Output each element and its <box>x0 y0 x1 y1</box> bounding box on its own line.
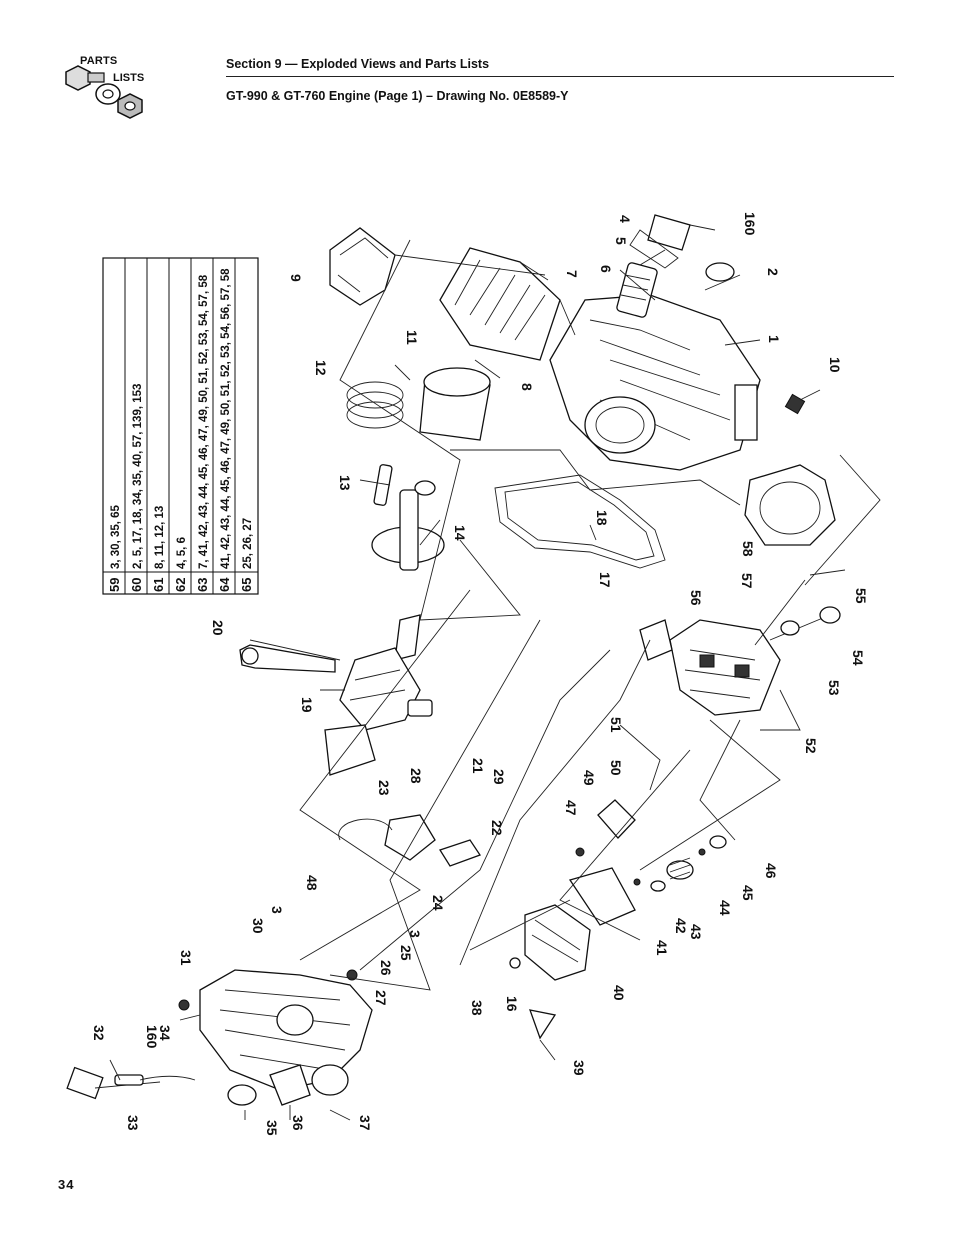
parts-lists-logo-icon <box>65 65 143 119</box>
kit-number: 63 <box>195 578 210 592</box>
callout-number: 9 <box>288 274 304 282</box>
logo-text-lists: LISTS <box>113 72 145 84</box>
kit-number: 65 <box>239 578 254 592</box>
callout-number: 20 <box>210 620 226 636</box>
callout-number: 37 <box>357 1115 373 1131</box>
callout-number: 22 <box>489 820 505 836</box>
callout-number: 160 <box>742 212 758 236</box>
callout-number: 40 <box>611 985 627 1001</box>
callout-number: 4 <box>617 215 633 223</box>
kit-number: 59 <box>107 578 122 592</box>
callout-number: 19 <box>299 697 315 713</box>
callout-number: 46 <box>763 863 779 879</box>
callout-number: 23 <box>376 780 392 796</box>
kit-parts-list: 2, 5, 17, 18, 34, 35, 40, 57, 139, 153 <box>132 384 144 569</box>
kit-parts-list: 4, 5, 6 <box>176 537 188 569</box>
callout-number: 21 <box>470 758 486 774</box>
callout-number: 51 <box>608 717 624 733</box>
logo-text-parts: PARTS <box>80 55 118 67</box>
callout-number: 5 <box>613 237 629 245</box>
callout-number: 39 <box>571 1060 587 1076</box>
callout-number: 29 <box>491 769 507 785</box>
callout-number: 17 <box>597 572 613 588</box>
drawing-title: GT-990 & GT-760 Engine (Page 1) – Drawin… <box>226 89 569 103</box>
callout-number: 30 <box>250 918 266 934</box>
callout-number: 53 <box>826 680 842 696</box>
callout-number: 48 <box>304 875 320 891</box>
callout-number: 32 <box>91 1025 107 1041</box>
kit-parts-list: 41, 42, 43, 44, 45, 46, 47, 49, 50, 51, … <box>220 268 232 569</box>
callout-number: 55 <box>853 588 869 604</box>
callout-number: 160 <box>144 1025 160 1049</box>
callout-number: 16 <box>504 996 520 1012</box>
callout-number: 42 <box>673 918 689 934</box>
callout-number: 1 <box>766 335 782 343</box>
callout-number: 52 <box>803 738 819 754</box>
callout-number: 7 <box>564 270 580 278</box>
callout-number: 36 <box>290 1115 306 1131</box>
callout-number: 41 <box>654 940 670 956</box>
callout-number: 6 <box>598 265 614 273</box>
kit-parts-list: 7, 41, 42, 43, 44, 45, 46, 47, 49, 50, 5… <box>198 274 210 569</box>
kit-parts-list: 25, 26, 27 <box>242 518 254 569</box>
callout-number: 11 <box>404 330 420 345</box>
callout-number: 2 <box>765 268 781 276</box>
callout-number: 10 <box>827 357 843 373</box>
kit-parts-list: 3, 30, 35, 65 <box>110 504 122 569</box>
callout-number: 58 <box>740 541 756 557</box>
callout-number: 3 <box>269 906 285 914</box>
kit-number: 61 <box>151 578 166 592</box>
engine-diagram-parts <box>66 214 881 1121</box>
callout-number: 31 <box>178 950 194 966</box>
section-title: Section 9 — Exploded Views and Parts Lis… <box>226 57 490 71</box>
callout-number: 54 <box>850 650 866 666</box>
callout-labels: 1233456789101112131416171819202122232425… <box>91 212 869 1136</box>
callout-number: 28 <box>408 768 424 784</box>
kit-parts-list: 8, 11, 12, 13 <box>154 506 166 569</box>
callout-number: 24 <box>430 895 446 911</box>
callout-number: 35 <box>264 1120 280 1136</box>
callout-number: 27 <box>373 990 389 1006</box>
callout-number: 13 <box>337 475 353 491</box>
callout-number: 44 <box>717 900 733 916</box>
callout-number: 50 <box>608 760 624 776</box>
callout-number: 25 <box>398 945 414 961</box>
page-number: 34 <box>58 1177 75 1192</box>
callout-number: 49 <box>581 770 597 786</box>
callout-number: 57 <box>739 573 755 589</box>
kit-number: 64 <box>217 577 232 592</box>
callout-number: 18 <box>594 510 610 526</box>
callout-number: 14 <box>452 525 468 541</box>
kit-table: 59 3, 30, 35, 65 60 2, 5, 17, 18, 34, 35, 4… <box>102 257 259 595</box>
header-divider <box>226 76 894 77</box>
callout-number: 26 <box>378 960 394 976</box>
kit-number: 60 <box>129 578 144 592</box>
callout-number: 3 <box>407 930 423 938</box>
callout-number: 43 <box>688 924 704 940</box>
callout-number: 47 <box>563 800 579 816</box>
callout-number: 34 <box>157 1025 173 1041</box>
callout-number: 8 <box>519 383 535 391</box>
callout-number: 12 <box>313 360 329 376</box>
kit-number: 62 <box>173 578 188 592</box>
callout-number: 45 <box>740 885 756 901</box>
callout-number: 56 <box>688 590 704 606</box>
callout-number: 33 <box>125 1115 141 1131</box>
callout-number: 38 <box>469 1000 485 1016</box>
